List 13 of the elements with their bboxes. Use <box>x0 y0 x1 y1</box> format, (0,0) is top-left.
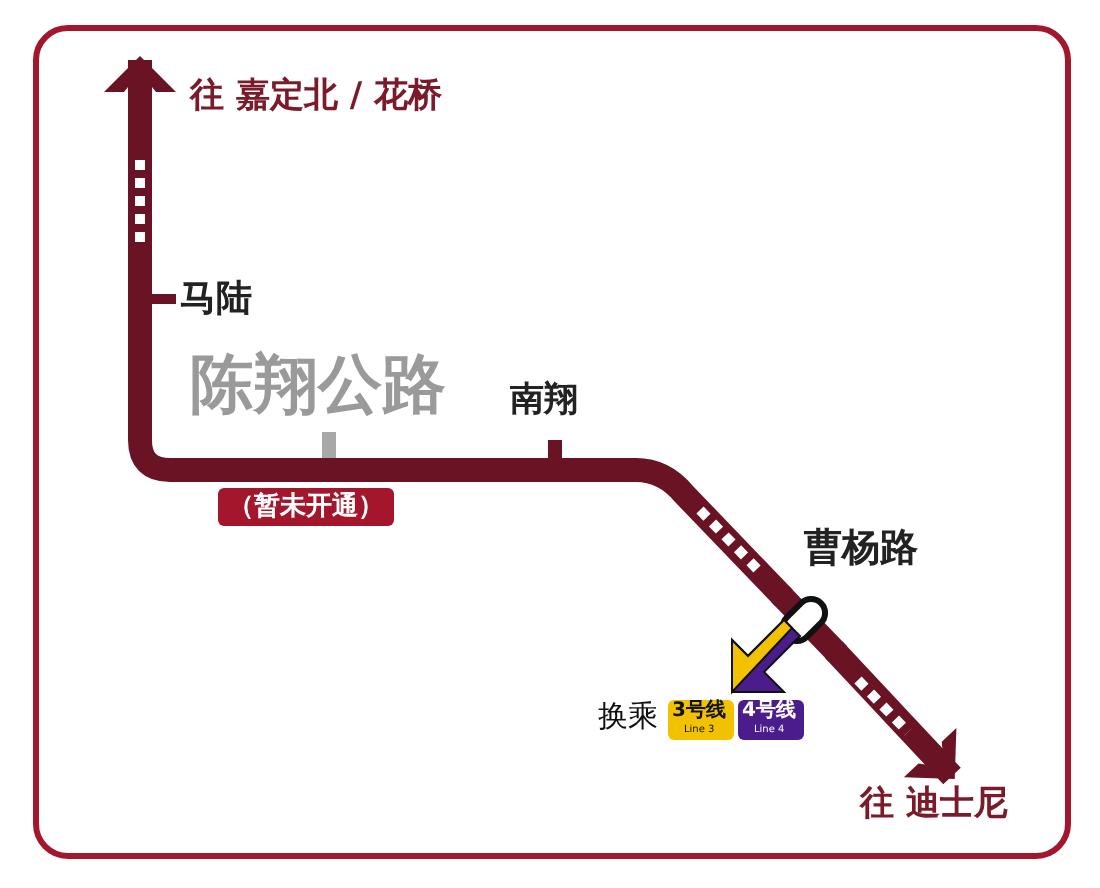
track-line <box>600 458 793 607</box>
line-number: 3号线 <box>672 702 726 722</box>
station-name: 往 嘉定北 / 花桥 <box>190 80 442 114</box>
track-line <box>474 458 516 482</box>
station-name: 南翔 <box>510 384 578 418</box>
line-number: 4号线 <box>742 702 796 722</box>
station-name: 往 迪士尼 <box>860 788 1008 822</box>
transfer-label: 换乘 <box>598 702 658 732</box>
station-name: 陈翔公路 <box>190 352 446 416</box>
status-tag: （暂未开通） <box>218 488 394 526</box>
station-name: 马陆 <box>180 282 252 318</box>
station-name: 曹杨路 <box>804 530 918 568</box>
track-line <box>128 320 194 482</box>
